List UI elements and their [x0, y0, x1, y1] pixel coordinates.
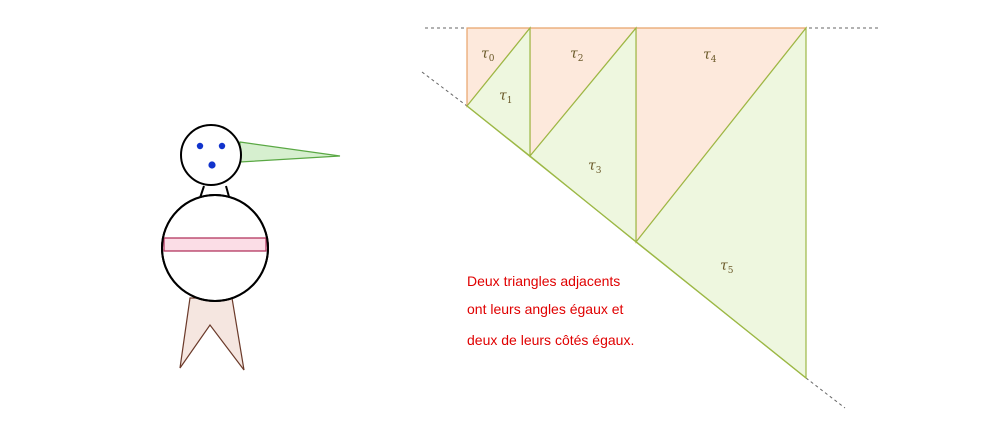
triangle-diagram: τ0 τ1 τ2 τ3 τ4 τ5	[421, 26, 880, 409]
label-tau3: τ3	[588, 158, 602, 176]
label-tau0: τ0	[481, 46, 495, 64]
bird-mouth-dot	[208, 161, 216, 169]
bird-beak	[239, 141, 341, 163]
bird-legs	[179, 297, 245, 371]
label-tau5: τ5	[720, 258, 734, 276]
bird-band	[163, 237, 267, 252]
label-tau1: τ1	[499, 88, 512, 106]
caption: Deux triangles adjacents ont leurs angle…	[467, 273, 634, 348]
bird-figure	[161, 124, 341, 371]
caption-line-2: ont leurs angles égaux et	[467, 301, 624, 317]
caption-line-3: deux de leurs côtés égaux.	[467, 332, 634, 348]
bird-eye-left	[196, 142, 204, 150]
caption-line-1: Deux triangles adjacents	[467, 273, 620, 289]
bird-head	[180, 124, 242, 186]
dashed-diagonal-upper	[421, 71, 468, 107]
label-tau4: τ4	[703, 47, 717, 65]
dashed-diagonal-lower	[805, 377, 846, 409]
bird-eye-right	[218, 142, 226, 150]
label-tau2: τ2	[570, 46, 583, 64]
